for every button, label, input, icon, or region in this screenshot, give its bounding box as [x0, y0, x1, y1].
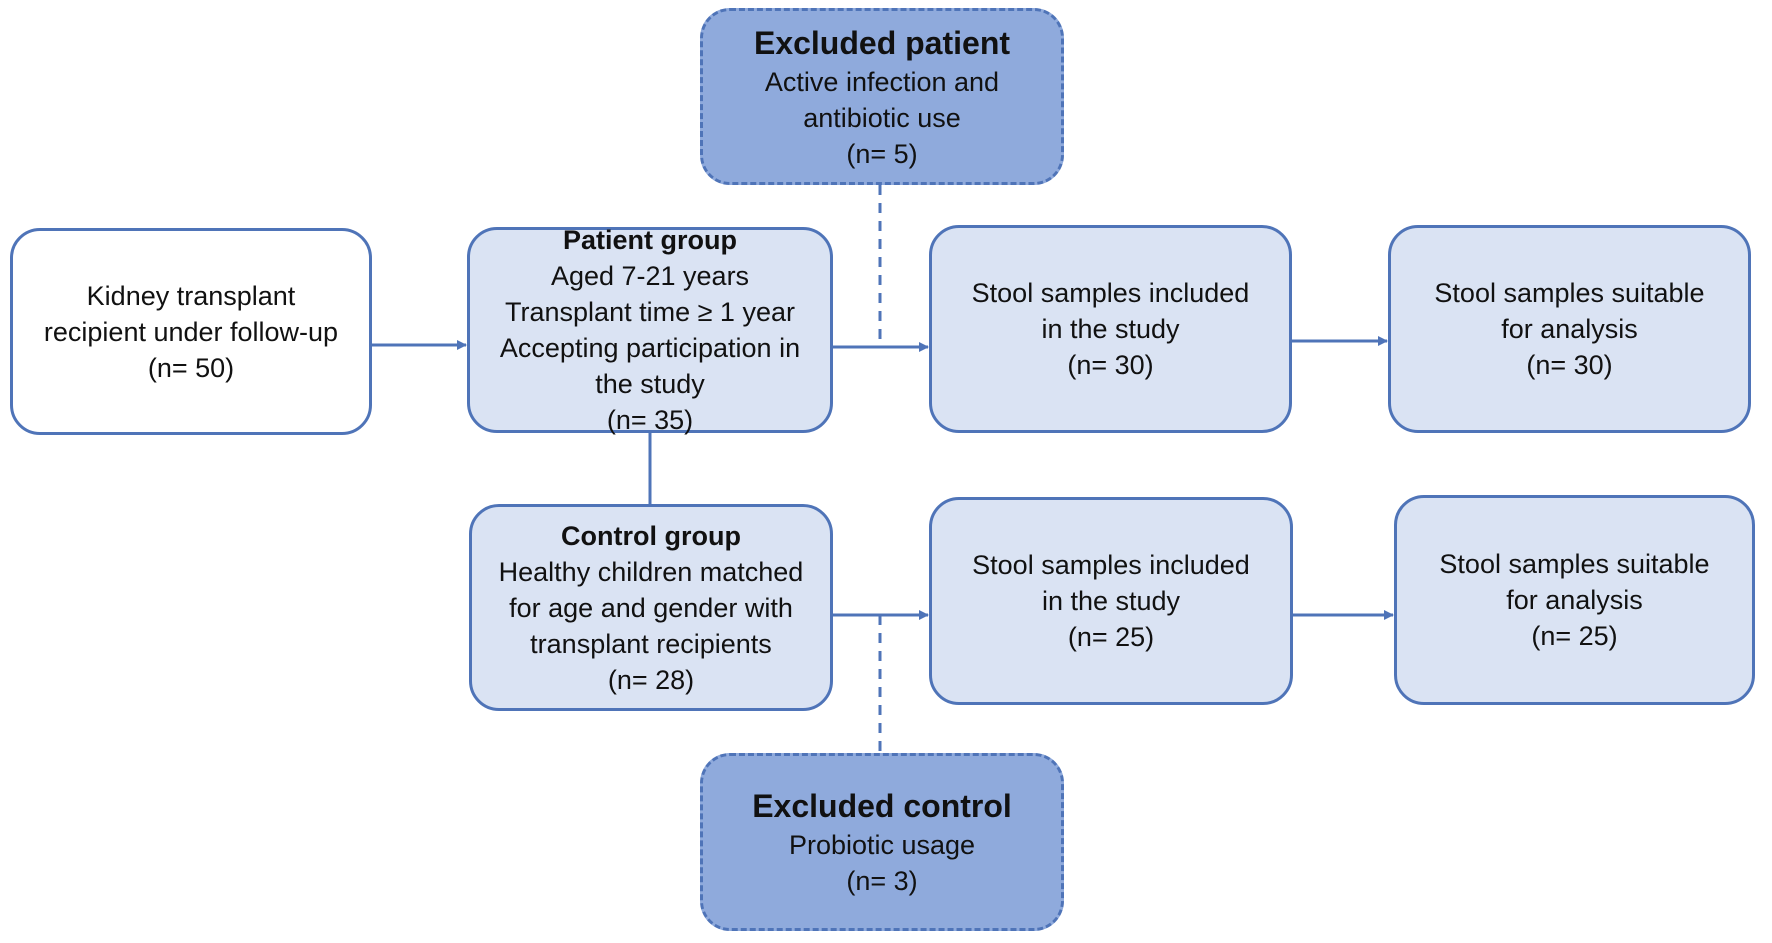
- excluded-patient-count: (n= 5): [846, 138, 918, 169]
- control-suitable-line: Stool samples suitable: [1439, 549, 1710, 579]
- control-included-line: Stool samples included: [972, 550, 1250, 580]
- control-included-line: in the study: [1041, 586, 1181, 616]
- excluded-patient-line: Active infection and: [764, 66, 1000, 97]
- excluded-patient-title: Excluded patient: [753, 24, 1011, 61]
- control-group-count: (n= 28): [607, 664, 695, 695]
- patient-group-box: Patient group Aged 7-21 years Transplant…: [467, 225, 833, 435]
- patient-included-line: in the study: [1041, 314, 1180, 344]
- excluded-control-line: Probiotic usage: [788, 830, 976, 860]
- recipient-line: Kidney transplant: [86, 280, 296, 311]
- patient-group-count: (n= 35): [606, 405, 694, 435]
- control-suitable-count: (n= 25): [1531, 621, 1618, 651]
- control-group-title: Control group: [561, 520, 741, 551]
- control-group-line: Healthy children matched: [498, 556, 804, 587]
- excluded-patient-box: Excluded patient Active infection and an…: [700, 8, 1064, 185]
- control-included-box: Stool samples included in the study (n= …: [929, 497, 1293, 705]
- patient-suitable-line: for analysis: [1501, 314, 1638, 344]
- patient-suitable-box: Stool samples suitable for analysis (n= …: [1388, 225, 1751, 433]
- excluded-control-box: Excluded control Probiotic usage (n= 3): [700, 753, 1064, 931]
- patient-group-line: Transplant time ≥ 1 year: [505, 297, 795, 327]
- patient-suitable-line: Stool samples suitable: [1434, 278, 1705, 308]
- patient-group-line: the study: [595, 369, 705, 399]
- recipient-box: Kidney transplant recipient under follow…: [10, 228, 372, 435]
- recipient-count: (n= 50): [147, 352, 235, 383]
- excluded-patient-line: antibiotic use: [803, 102, 961, 133]
- recipient-line: recipient under follow-up: [43, 316, 339, 347]
- excluded-control-count: (n= 3): [846, 866, 918, 896]
- patient-group-line: Aged 7-21 years: [550, 261, 750, 291]
- control-suitable-line: for analysis: [1506, 585, 1643, 615]
- patient-suitable-count: (n= 30): [1526, 350, 1613, 380]
- control-group-line: for age and gender with: [509, 592, 793, 623]
- control-group-line: transplant recipients: [530, 628, 772, 659]
- excluded-control-title: Excluded control: [752, 788, 1012, 824]
- patient-group-line: Accepting participation in: [499, 333, 801, 363]
- control-included-count: (n= 25): [1067, 622, 1155, 652]
- patient-included-box: Stool samples included in the study (n= …: [929, 225, 1292, 433]
- control-suitable-box: Stool samples suitable for analysis (n= …: [1394, 495, 1755, 705]
- control-group-box: Control group Healthy children matched f…: [469, 504, 833, 711]
- patient-included-count: (n= 30): [1067, 350, 1154, 380]
- patient-group-title: Patient group: [563, 225, 737, 255]
- patient-included-line: Stool samples included: [971, 278, 1250, 308]
